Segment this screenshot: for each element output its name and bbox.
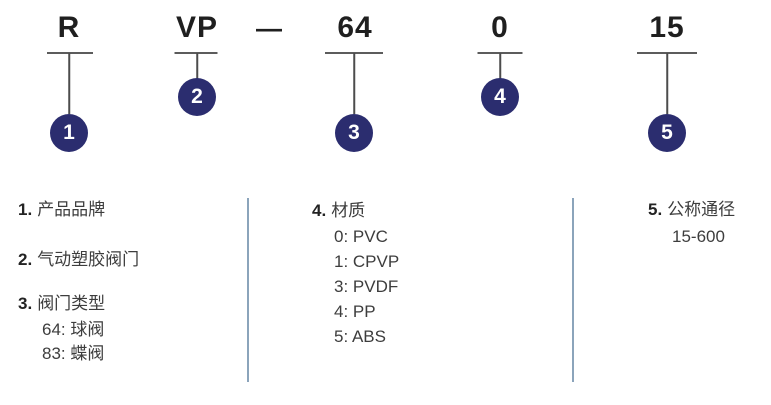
- underline-brand: [47, 52, 93, 54]
- connector-line-2: [196, 53, 198, 79]
- connector-line-1: [68, 53, 70, 114]
- badge-3: 3: [335, 114, 373, 152]
- legend-item-5-number: 5.: [648, 200, 663, 219]
- badge-1: 1: [50, 114, 88, 152]
- badge-4: 4: [481, 78, 519, 116]
- legend-item-2-title: 气动塑胶阀门: [37, 250, 140, 269]
- legend-item-4-number: 4.: [312, 201, 327, 220]
- legend-item-4-option-3: 3: PVDF: [334, 277, 399, 296]
- legend-item-3-title: 阀门类型: [37, 294, 106, 313]
- legend-item-4-option-2: 1: CPVP: [334, 252, 400, 271]
- legend-item-5-title: 公称通径: [667, 200, 736, 219]
- underline-material: [477, 52, 523, 54]
- legend-item-4-title: 材质: [331, 201, 366, 220]
- legend-item-4-option-4: 4: PP: [334, 302, 376, 321]
- underline-diameter: [637, 52, 697, 54]
- code-part-brand: R: [57, 11, 81, 44]
- code-part-dash-separator: —: [256, 13, 282, 43]
- code-part-diameter: 15: [649, 11, 685, 44]
- legend-item-2: 2.气动塑胶阀门: [18, 249, 139, 271]
- legend-item-1-number: 1.: [18, 200, 33, 219]
- underline-valve-type: [325, 52, 383, 54]
- badge-5: 5: [648, 114, 686, 152]
- connector-line-4: [499, 53, 501, 79]
- legend-item-4: 4.材质: [312, 200, 365, 222]
- badge-2: 2: [178, 78, 216, 116]
- legend-item-3-number: 3.: [18, 294, 33, 313]
- underline-series: [174, 52, 218, 54]
- legend-item-5-range: 15-600: [672, 227, 725, 246]
- legend-item-1-title: 产品品牌: [37, 200, 106, 219]
- legend-item-4-option-1: 0: PVC: [334, 227, 388, 246]
- legend-item-4-option-5: 5: ABS: [334, 327, 386, 346]
- connector-line-3: [353, 53, 355, 114]
- code-part-material: 0: [491, 11, 509, 44]
- column-divider-left: [247, 198, 249, 382]
- code-part-series: VP: [175, 11, 219, 44]
- legend-item-3-option-2: 83: 蝶阀: [42, 344, 105, 363]
- legend-item-2-number: 2.: [18, 250, 33, 269]
- connector-line-5: [666, 53, 668, 114]
- legend-item-5: 5.公称通径: [648, 199, 735, 221]
- legend-item-3: 3.阀门类型: [18, 293, 105, 315]
- column-divider-right: [572, 198, 574, 382]
- legend-item-3-option-1: 64: 球阀: [42, 320, 105, 339]
- code-part-valve-type: 64: [337, 11, 373, 44]
- legend-item-1: 1.产品品牌: [18, 199, 105, 221]
